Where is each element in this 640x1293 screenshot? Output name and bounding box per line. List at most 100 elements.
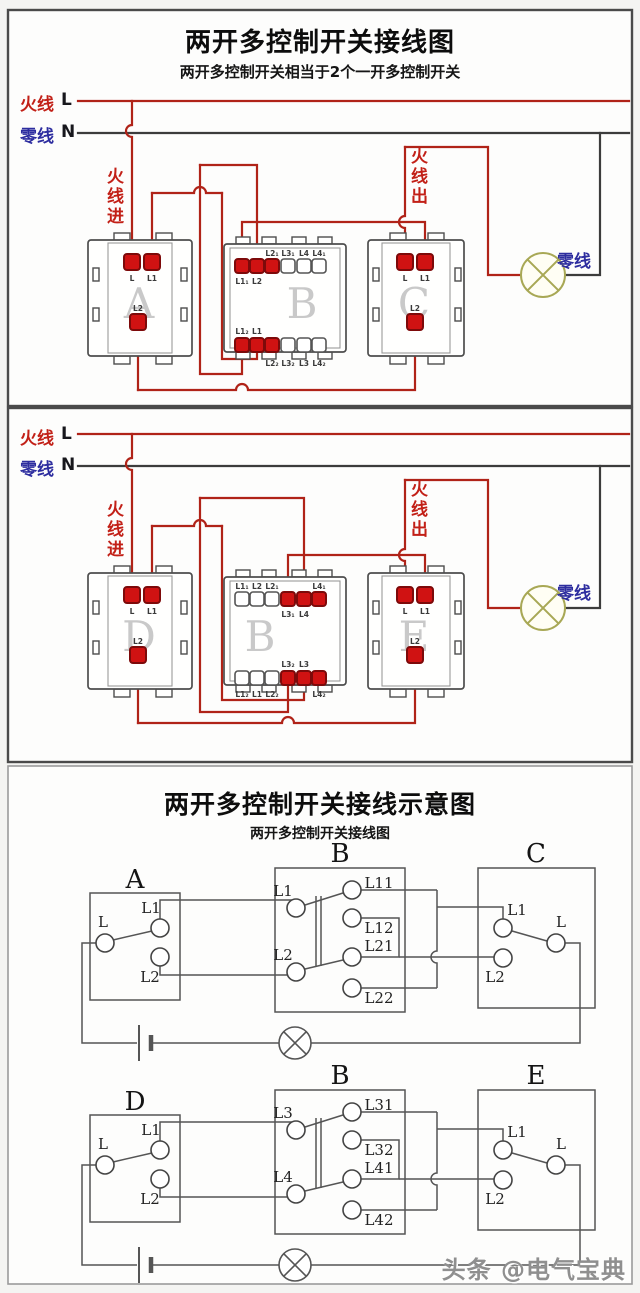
- s2-switch-b-letter: B: [245, 612, 276, 661]
- d1-terminal-labels: L L1 L2 L1 L2 L11 L12 L21 L22 L1 L2 L: [98, 874, 566, 1007]
- s1-c-terminal-l2: [406, 313, 424, 331]
- svg-text:L1: L1: [141, 1121, 161, 1139]
- d2-box-d: [89, 1114, 181, 1223]
- svg-text:L: L: [556, 1135, 566, 1153]
- s1-a-label-l2: L2: [133, 304, 143, 313]
- watermark: 头条 @电气宝典: [441, 1256, 626, 1284]
- s1-a-label-l1: L1: [147, 274, 157, 283]
- s1-neutral-cn: 零线: [20, 127, 54, 147]
- d1-wires: [81, 889, 581, 1044]
- s2-live-line-label: 火线 L: [20, 424, 72, 449]
- s1-switch-b: B L1₁ L2 L2₁ L3₁ L4 L4₁ L1₂ L1 L2₂ L3₂ L…: [223, 236, 347, 368]
- s1-switch-c: C L L1 L2: [367, 232, 465, 365]
- s2-live-in-label: 火线进: [103, 500, 123, 560]
- s1-b-label-b5: L3: [299, 359, 309, 368]
- s2-b-label-t4: L3₁: [281, 610, 294, 619]
- s1-switch-a: A L L1 L2: [87, 232, 193, 365]
- d1-box-c: [477, 867, 596, 1009]
- svg-text:L2: L2: [485, 1190, 505, 1208]
- svg-text:L1: L1: [273, 882, 293, 900]
- d1-name-b: B: [330, 839, 349, 869]
- s1-c-label-l1: L1: [420, 274, 430, 283]
- s2-neutral-line-label: 零线 N: [20, 455, 75, 480]
- section3-subtitle: 两开多控制开关接线图: [250, 826, 390, 842]
- svg-text:L12: L12: [364, 919, 393, 937]
- s1-b-label-t5: L4: [299, 249, 309, 258]
- s2-b-label-t5: L4: [299, 610, 309, 619]
- svg-text:L32: L32: [364, 1141, 393, 1159]
- d2-name-e: E: [527, 1061, 546, 1091]
- s2-e-terminal-l2: [406, 646, 424, 664]
- s1-b-label-t6: L4₁: [312, 249, 325, 258]
- s1-c-label-l2: L2: [410, 304, 420, 313]
- s2-neutral-symbol: N: [61, 455, 76, 475]
- svg-text:L: L: [556, 913, 566, 931]
- s2-d-terminal-l2: [129, 646, 147, 664]
- svg-text:L42: L42: [364, 1211, 393, 1229]
- s1-b-label-b4: L3₂: [281, 359, 294, 368]
- section3-border: [7, 765, 633, 1285]
- svg-text:L: L: [98, 913, 108, 931]
- s1-a-label-l: L: [130, 274, 135, 283]
- s1-a-terminal-l: [123, 253, 141, 271]
- s2-b-label-t3: L2₁: [265, 582, 278, 591]
- s1-live-in-label: 火线进: [103, 167, 123, 227]
- svg-text:L1: L1: [141, 899, 161, 917]
- section1-wiring-diagram: A L L1 L2 B: [6, 8, 634, 408]
- s1-b-label-b2: L1: [252, 327, 262, 336]
- svg-text:L22: L22: [364, 989, 393, 1007]
- s1-b-label-t4: L3₁: [281, 249, 294, 258]
- s1-live-cn: 火线: [20, 95, 54, 115]
- s1-b-label-t3: L2₁: [265, 249, 278, 258]
- s1-live-out-label: 火线出: [407, 147, 427, 207]
- d2-name-b: B: [330, 1061, 349, 1091]
- s2-b-label-b1: L1₂: [235, 690, 248, 699]
- d2-name-d: D: [125, 1087, 146, 1117]
- d2-lamp: [278, 1248, 312, 1282]
- s2-b-label-b6: L4₂: [312, 690, 325, 699]
- s1-b-label-b1: L1₂: [235, 327, 248, 336]
- svg-text:L31: L31: [364, 1096, 393, 1114]
- svg-text:L41: L41: [364, 1159, 393, 1177]
- s2-b-label-b4: L3₂: [281, 660, 294, 669]
- s2-lamp-neutral-label: 零线: [557, 584, 591, 604]
- section1-title: 两开多控制开关接线图: [184, 28, 455, 58]
- s2-b-label-b3: L2₂: [265, 690, 278, 699]
- svg-text:L1: L1: [507, 1123, 527, 1141]
- svg-text:L11: L11: [364, 874, 393, 892]
- s1-lamp-neutral-label: 零线: [557, 252, 591, 272]
- s1-a-terminal-l2: [129, 313, 147, 331]
- s1-live-line-label: 火线 L: [20, 90, 72, 115]
- s2-switch-b: B L1₁ L2 L2₁ L3₁ L4 L4₁ L1₂ L1 L2₂ L3₂ L…: [223, 569, 347, 699]
- s2-lamp: [520, 585, 566, 631]
- d2-battery: [138, 1247, 154, 1283]
- s2-live-cn: 火线: [20, 429, 54, 449]
- svg-text:L2: L2: [485, 968, 505, 986]
- d1-contacts: [95, 880, 566, 998]
- s2-neutral-drop: [563, 464, 602, 610]
- svg-text:L2: L2: [140, 968, 160, 986]
- s2-e-terminal-l: [396, 586, 414, 604]
- s2-b-label-t1: L1₁: [235, 582, 248, 591]
- s2-e-terminal-l1: [416, 586, 434, 604]
- s2-switch-d: D L L1 L2: [87, 565, 193, 698]
- s1-neutral-line-label: 零线 N: [20, 122, 75, 147]
- s1-b-label-b6: L4₂: [312, 359, 325, 368]
- d2-box-b: [274, 1089, 406, 1235]
- s1-c-terminal-l1: [416, 253, 434, 271]
- d1-lamp: [278, 1026, 312, 1060]
- d2-wires: [81, 1111, 581, 1266]
- s1-live-symbol: L: [61, 90, 72, 110]
- s2-live-symbol: L: [61, 424, 72, 444]
- svg-text:L2: L2: [140, 1190, 160, 1208]
- s1-neutral-symbol: N: [61, 122, 76, 142]
- s1-neutral-drop: [563, 131, 602, 277]
- s2-b-terminals-bottom: [234, 670, 327, 686]
- s2-d-label-l2: L2: [133, 637, 143, 646]
- s2-b-label-t2: L2: [252, 582, 262, 591]
- s1-b-terminals-top: [234, 258, 327, 274]
- section1-subtitle: 两开多控制开关相当于2个一开多控制开关: [179, 63, 461, 81]
- s2-live-out-label: 火线出: [407, 480, 427, 540]
- s2-b-label-b2: L1: [252, 690, 262, 699]
